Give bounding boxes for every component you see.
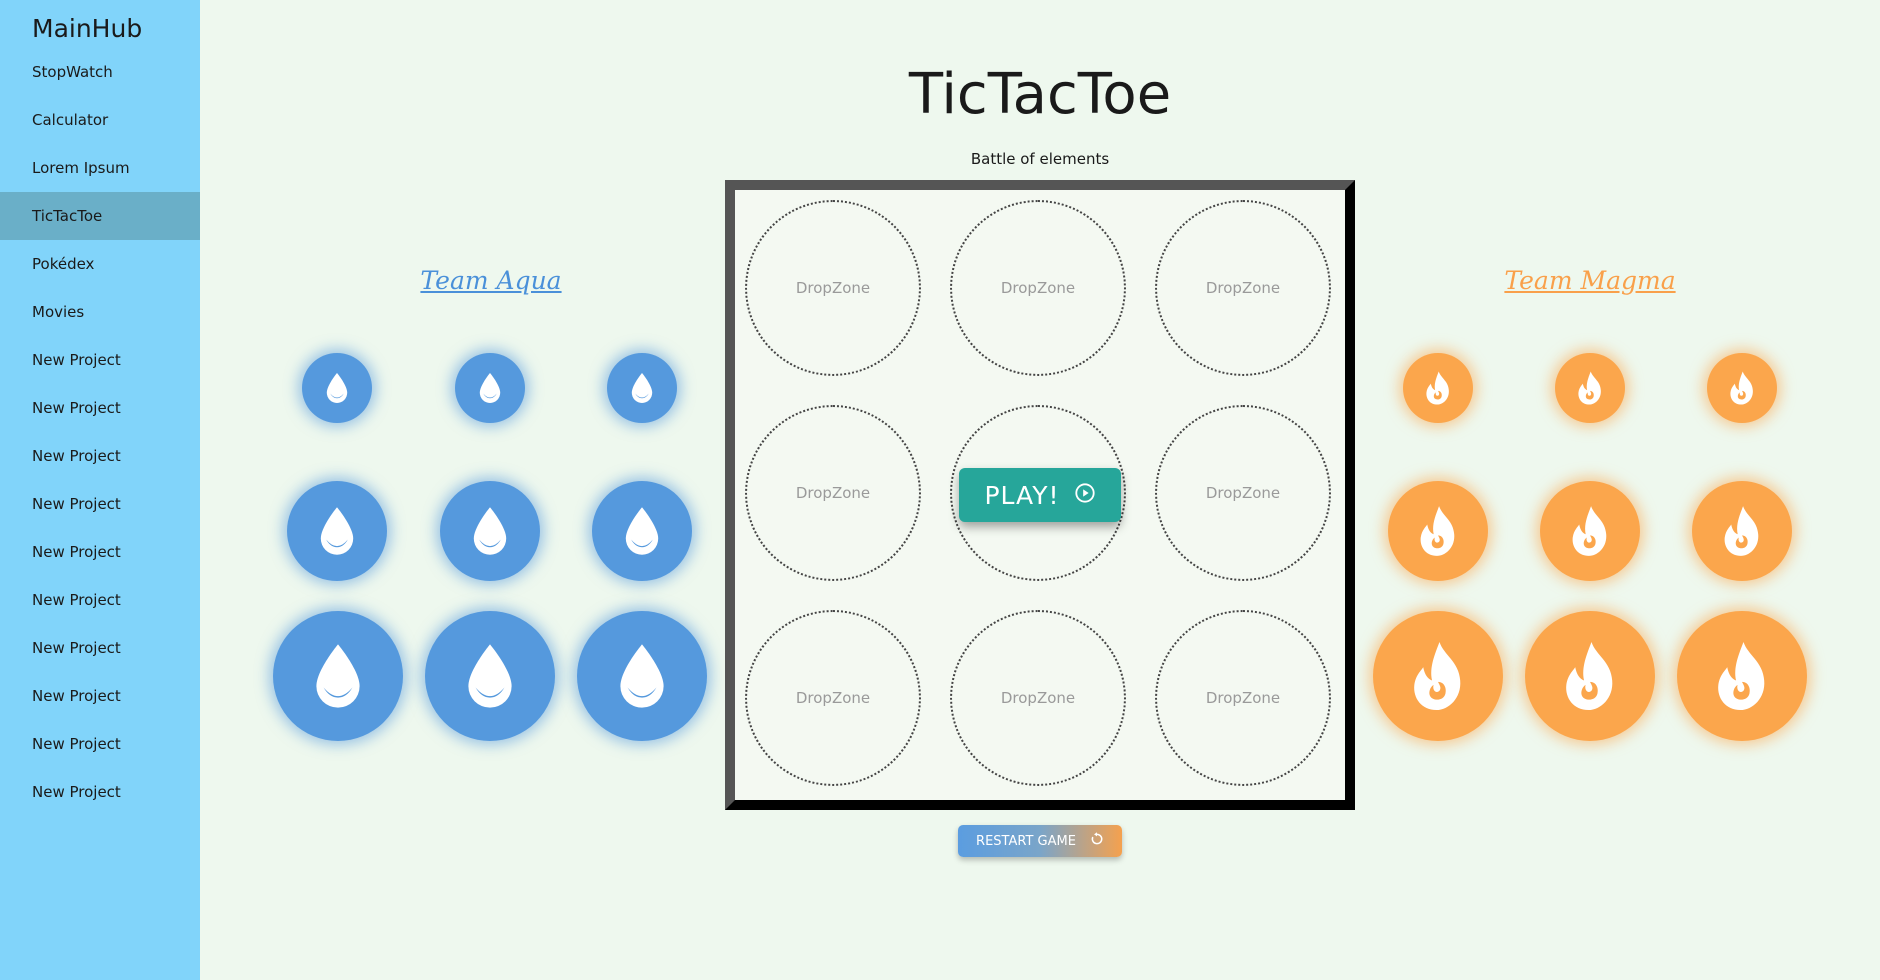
water-drop-icon — [310, 504, 364, 558]
water-drop-icon — [473, 371, 507, 405]
flame-icon — [1553, 639, 1627, 713]
sidebar: MainHub StopWatch Calculator Lorem Ipsum… — [0, 0, 200, 980]
sidebar-item-calculator[interactable]: Calculator — [32, 111, 109, 129]
play-circle-icon — [1074, 481, 1096, 510]
sidebar-item-new-project[interactable]: New Project — [32, 495, 121, 513]
water-drop-icon — [302, 640, 374, 712]
dropzone-cell-8[interactable]: DropZone — [950, 610, 1126, 786]
aqua-token-medium-1[interactable] — [287, 481, 387, 581]
team-magma-title[interactable]: Team Magma — [1504, 266, 1676, 295]
magma-token-small-2[interactable] — [1555, 353, 1625, 423]
sidebar-item-new-project[interactable]: New Project — [32, 399, 121, 417]
sidebar-item-new-project[interactable]: New Project — [32, 351, 121, 369]
magma-token-medium-3[interactable] — [1692, 481, 1792, 581]
aqua-token-medium-3[interactable] — [592, 481, 692, 581]
flame-icon — [1563, 504, 1617, 558]
sidebar-item-new-project[interactable]: New Project — [32, 783, 121, 801]
magma-token-large-3[interactable] — [1677, 611, 1807, 741]
flame-icon — [1420, 370, 1456, 406]
play-button-label: PLAY! — [984, 480, 1060, 510]
flame-icon — [1724, 370, 1760, 406]
sidebar-item-pokedex[interactable]: Pokédex — [32, 255, 95, 273]
aqua-token-small-3[interactable] — [607, 353, 677, 423]
aqua-token-small-1[interactable] — [302, 353, 372, 423]
dropzone-cell-6[interactable]: DropZone — [1155, 405, 1331, 581]
magma-token-medium-1[interactable] — [1388, 481, 1488, 581]
sidebar-item-new-project[interactable]: New Project — [32, 447, 121, 465]
aqua-token-medium-2[interactable] — [440, 481, 540, 581]
sidebar-item-new-project[interactable]: New Project — [32, 591, 121, 609]
magma-token-large-2[interactable] — [1525, 611, 1655, 741]
sidebar-item-movies[interactable]: Movies — [32, 303, 85, 321]
restart-icon — [1090, 832, 1104, 850]
water-drop-icon — [463, 504, 517, 558]
play-button[interactable]: PLAY! — [959, 468, 1121, 522]
game-board: DropZone DropZone DropZone DropZone Drop… — [725, 180, 1355, 810]
sidebar-item-stopwatch[interactable]: StopWatch — [32, 63, 113, 81]
sidebar-item-new-project[interactable]: New Project — [32, 543, 121, 561]
sidebar-item-new-project[interactable]: New Project — [32, 687, 121, 705]
water-drop-icon — [320, 371, 354, 405]
magma-token-small-1[interactable] — [1403, 353, 1473, 423]
water-drop-icon — [615, 504, 669, 558]
dropzone-cell-1[interactable]: DropZone — [745, 200, 921, 376]
flame-icon — [1705, 639, 1779, 713]
aqua-token-large-1[interactable] — [273, 611, 403, 741]
magma-token-medium-2[interactable] — [1540, 481, 1640, 581]
flame-icon — [1411, 504, 1465, 558]
team-aqua-title[interactable]: Team Aqua — [420, 266, 562, 295]
sidebar-item-new-project[interactable]: New Project — [32, 735, 121, 753]
brand-title[interactable]: MainHub — [32, 14, 143, 43]
aqua-token-large-2[interactable] — [425, 611, 555, 741]
restart-button-label: RESTART GAME — [976, 833, 1076, 849]
water-drop-icon — [454, 640, 526, 712]
restart-game-button[interactable]: RESTART GAME — [958, 825, 1122, 857]
page-subtitle: Battle of elements — [970, 150, 1110, 168]
aqua-token-large-3[interactable] — [577, 611, 707, 741]
flame-icon — [1715, 504, 1769, 558]
magma-token-large-1[interactable] — [1373, 611, 1503, 741]
magma-token-small-3[interactable] — [1707, 353, 1777, 423]
water-drop-icon — [625, 371, 659, 405]
sidebar-item-lorem-ipsum[interactable]: Lorem Ipsum — [32, 159, 130, 177]
dropzone-cell-3[interactable]: DropZone — [1155, 200, 1331, 376]
sidebar-item-tictactoe[interactable]: TicTacToe — [0, 192, 200, 240]
sidebar-item-new-project[interactable]: New Project — [32, 639, 121, 657]
dropzone-cell-7[interactable]: DropZone — [745, 610, 921, 786]
flame-icon — [1572, 370, 1608, 406]
flame-icon — [1401, 639, 1475, 713]
dropzone-cell-4[interactable]: DropZone — [745, 405, 921, 581]
aqua-token-small-2[interactable] — [455, 353, 525, 423]
dropzone-cell-2[interactable]: DropZone — [950, 200, 1126, 376]
water-drop-icon — [606, 640, 678, 712]
dropzone-cell-9[interactable]: DropZone — [1155, 610, 1331, 786]
page-title: TicTacToe — [908, 62, 1172, 127]
